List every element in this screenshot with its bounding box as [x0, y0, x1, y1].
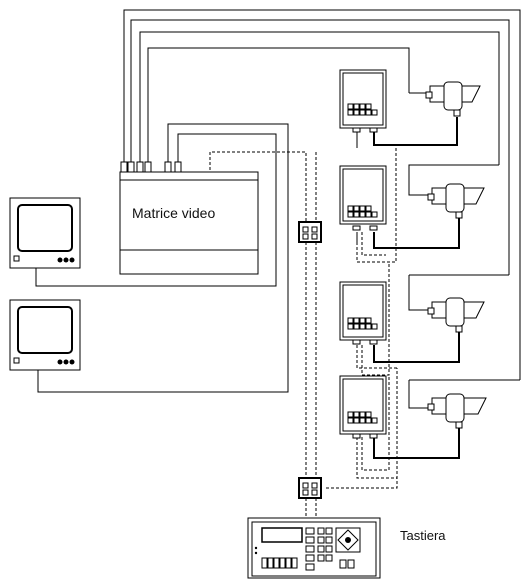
monitor — [9, 299, 81, 371]
monitor — [9, 197, 81, 269]
junction-box — [298, 221, 322, 243]
camera-video-cables — [123, 9, 521, 409]
keyboard-controller — [247, 517, 381, 579]
video-matrix: Matrice video — [119, 161, 259, 275]
telemetry-bus — [209, 144, 398, 518]
matrix-connectors — [120, 161, 182, 173]
camera-icon — [427, 297, 485, 333]
keyboard-label: Tastiera — [400, 528, 446, 543]
receiver-unit — [339, 281, 387, 345]
camera-icon — [425, 81, 481, 117]
matrix-label: Matrice video — [132, 205, 215, 221]
junction-box — [298, 477, 322, 499]
camera-icon — [427, 393, 487, 429]
camera-control-cables — [373, 117, 460, 459]
camera-icon — [427, 183, 485, 219]
receiver-unit — [339, 165, 387, 231]
receiver-unit — [339, 69, 387, 133]
monitor-cables — [35, 123, 289, 393]
receiver-unit — [339, 375, 387, 439]
